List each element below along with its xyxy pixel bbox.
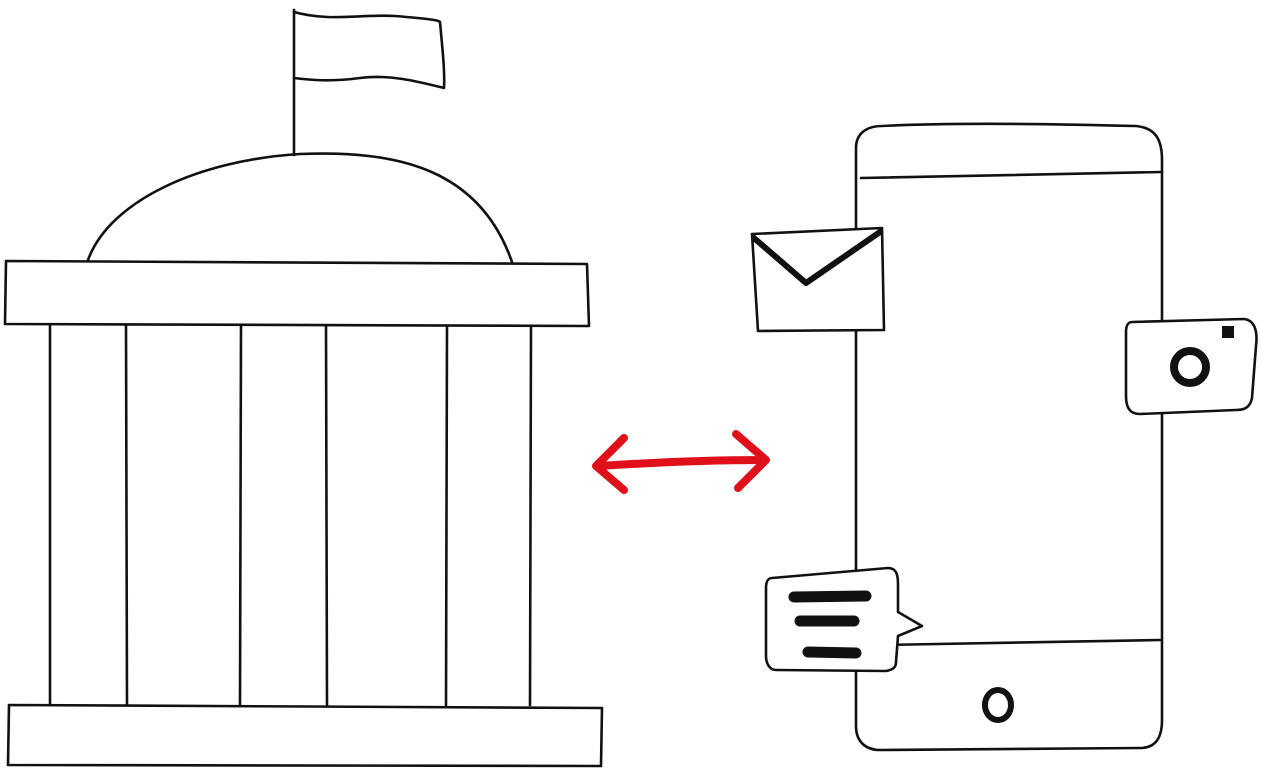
bidirectional-arrow-icon bbox=[596, 434, 766, 490]
flag-icon bbox=[294, 10, 444, 155]
envelope-icon bbox=[752, 228, 884, 331]
base-slab bbox=[8, 705, 602, 766]
phone-bottom-bar bbox=[882, 640, 1160, 645]
phone-top-bar bbox=[861, 172, 1162, 178]
government-building-icon bbox=[5, 10, 602, 766]
home-button-icon bbox=[985, 690, 1011, 720]
camera-flash-icon bbox=[1222, 326, 1234, 338]
chat-bubble-icon bbox=[766, 568, 922, 671]
camera-icon bbox=[1126, 319, 1257, 414]
dome bbox=[88, 154, 512, 262]
roof-slab bbox=[5, 261, 589, 326]
smartphone-icon bbox=[856, 124, 1162, 750]
columns bbox=[50, 326, 531, 705]
